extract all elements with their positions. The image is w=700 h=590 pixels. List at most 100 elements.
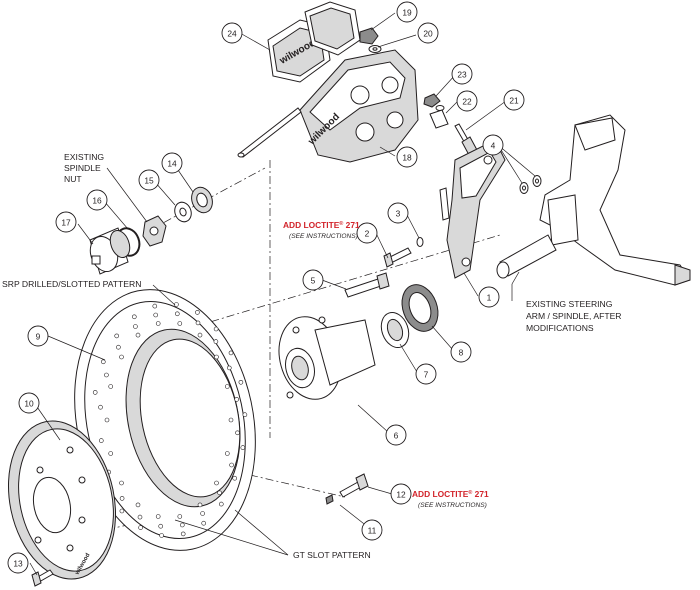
drill-hole [92, 390, 98, 395]
callout-number: 11 [368, 526, 377, 536]
drill-hole [104, 372, 109, 378]
drill-hole [132, 314, 137, 320]
loctite-note-2: ADD LOCTITE® 271 (SEE INSTRUCTIONS) [283, 220, 360, 240]
callout-15: 15 [138, 169, 160, 191]
drill-hole [228, 350, 234, 356]
drill-hole [119, 496, 125, 501]
drill-hole [159, 533, 164, 538]
bolt-2 [383, 247, 412, 268]
callout-circle [356, 222, 378, 244]
washer-15 [174, 201, 192, 223]
callout-number: 10 [24, 399, 34, 409]
loctite-note-12-instructions: (SEE INSTRUCTIONS) [418, 502, 487, 509]
callout-11: 11 [361, 519, 383, 541]
label-steering-1: EXISTING STEERING [526, 299, 613, 309]
drill-hole [174, 302, 179, 307]
drill-hole [227, 365, 232, 371]
drill-hole [197, 332, 203, 338]
drill-hole [219, 501, 224, 507]
drill-hole [195, 320, 201, 326]
callout-number: 21 [509, 96, 519, 106]
drill-hole [101, 359, 106, 365]
caliper-bracket [439, 139, 506, 279]
callout-number: 4 [491, 141, 496, 151]
callout-circle [396, 1, 418, 23]
label-steering-2: ARM / SPINDLE, AFTER [526, 311, 622, 321]
callout-number: 5 [311, 276, 316, 286]
callout-number: 13 [13, 559, 23, 569]
drill-hole [153, 312, 158, 318]
bracket-bolt-12 [339, 473, 369, 498]
spacer-22 [429, 109, 449, 129]
drill-hole [180, 531, 186, 537]
loctite-note-12-text: ADD LOCTITE® 271 [412, 489, 489, 499]
spindle-nut [142, 215, 167, 247]
bearing-7 [380, 312, 410, 348]
callout-circle [302, 269, 324, 291]
drill-hole [228, 417, 234, 423]
drill-hole [180, 522, 185, 528]
drill-hole [197, 502, 203, 508]
label-steering-3: MODIFICATIONS [526, 323, 594, 333]
caliper-pin [237, 107, 302, 158]
label-spindle: SPINDLE [64, 163, 101, 173]
drill-hole [108, 451, 113, 456]
callout-number: 17 [61, 218, 71, 228]
spindle-nut-label: EXISTING SPINDLE NUT [64, 152, 104, 184]
drill-hole [119, 508, 125, 514]
callout-10: 10 [18, 392, 40, 414]
callout-20: 20 [417, 22, 439, 44]
drill-hole [213, 326, 219, 332]
loctite-note-2-text: ADD LOCTITE® 271 [283, 220, 360, 230]
callout-14: 14 [161, 152, 183, 174]
callout-17: 17 [55, 211, 77, 233]
drill-hole [108, 384, 113, 389]
callout-circle [86, 189, 108, 211]
drill-hole [238, 379, 244, 385]
pad-retainer-hardware [359, 27, 382, 53]
nut-23a [423, 93, 441, 108]
callout-circle [7, 552, 29, 574]
callout-circle [390, 483, 412, 505]
label-existing: EXISTING [64, 152, 104, 162]
callout-22: 22 [456, 90, 478, 112]
callout-13: 13 [7, 552, 29, 574]
washer-23b [435, 105, 445, 111]
drill-hole [135, 502, 141, 508]
drill-hole [177, 321, 183, 326]
callout-number: 12 [396, 490, 406, 500]
callout-circle [27, 325, 49, 347]
callout-12: 12 [390, 483, 412, 505]
loctite-note-12: ADD LOCTITE® 271 (SEE INSTRUCTIONS) [412, 489, 489, 509]
drill-hole [98, 404, 103, 410]
nut-19 [359, 27, 379, 45]
drill-hole [119, 354, 124, 360]
callout-number: 1 [487, 293, 492, 303]
washers-4 [519, 175, 542, 194]
callout-number: 19 [402, 8, 412, 18]
callout-21: 21 [503, 89, 525, 111]
callout-19: 19 [396, 1, 418, 23]
callout-circle [415, 363, 437, 385]
drill-hole [214, 354, 219, 360]
callout-number: 16 [92, 196, 102, 206]
loctite-note-2-instructions: (SEE INSTRUCTIONS) [289, 233, 358, 240]
washer-11 [325, 494, 334, 505]
steering-label: EXISTING STEERING ARM / SPINDLE, AFTER M… [526, 299, 622, 333]
drill-hole [235, 430, 240, 436]
callout-circle [361, 519, 383, 541]
drill-hole [155, 321, 161, 326]
callout-8: 8 [450, 341, 472, 363]
drill-hole [152, 303, 158, 309]
callout-circle [478, 286, 500, 308]
callout-circle [138, 169, 160, 191]
drill-hole [200, 511, 205, 516]
rotor-9 [74, 289, 256, 551]
hub-6 [278, 316, 376, 400]
drill-hole [225, 384, 230, 389]
callout-circle [456, 90, 478, 112]
drill-hole [99, 438, 104, 443]
callout-16: 16 [86, 189, 108, 211]
drill-hole [104, 417, 110, 423]
